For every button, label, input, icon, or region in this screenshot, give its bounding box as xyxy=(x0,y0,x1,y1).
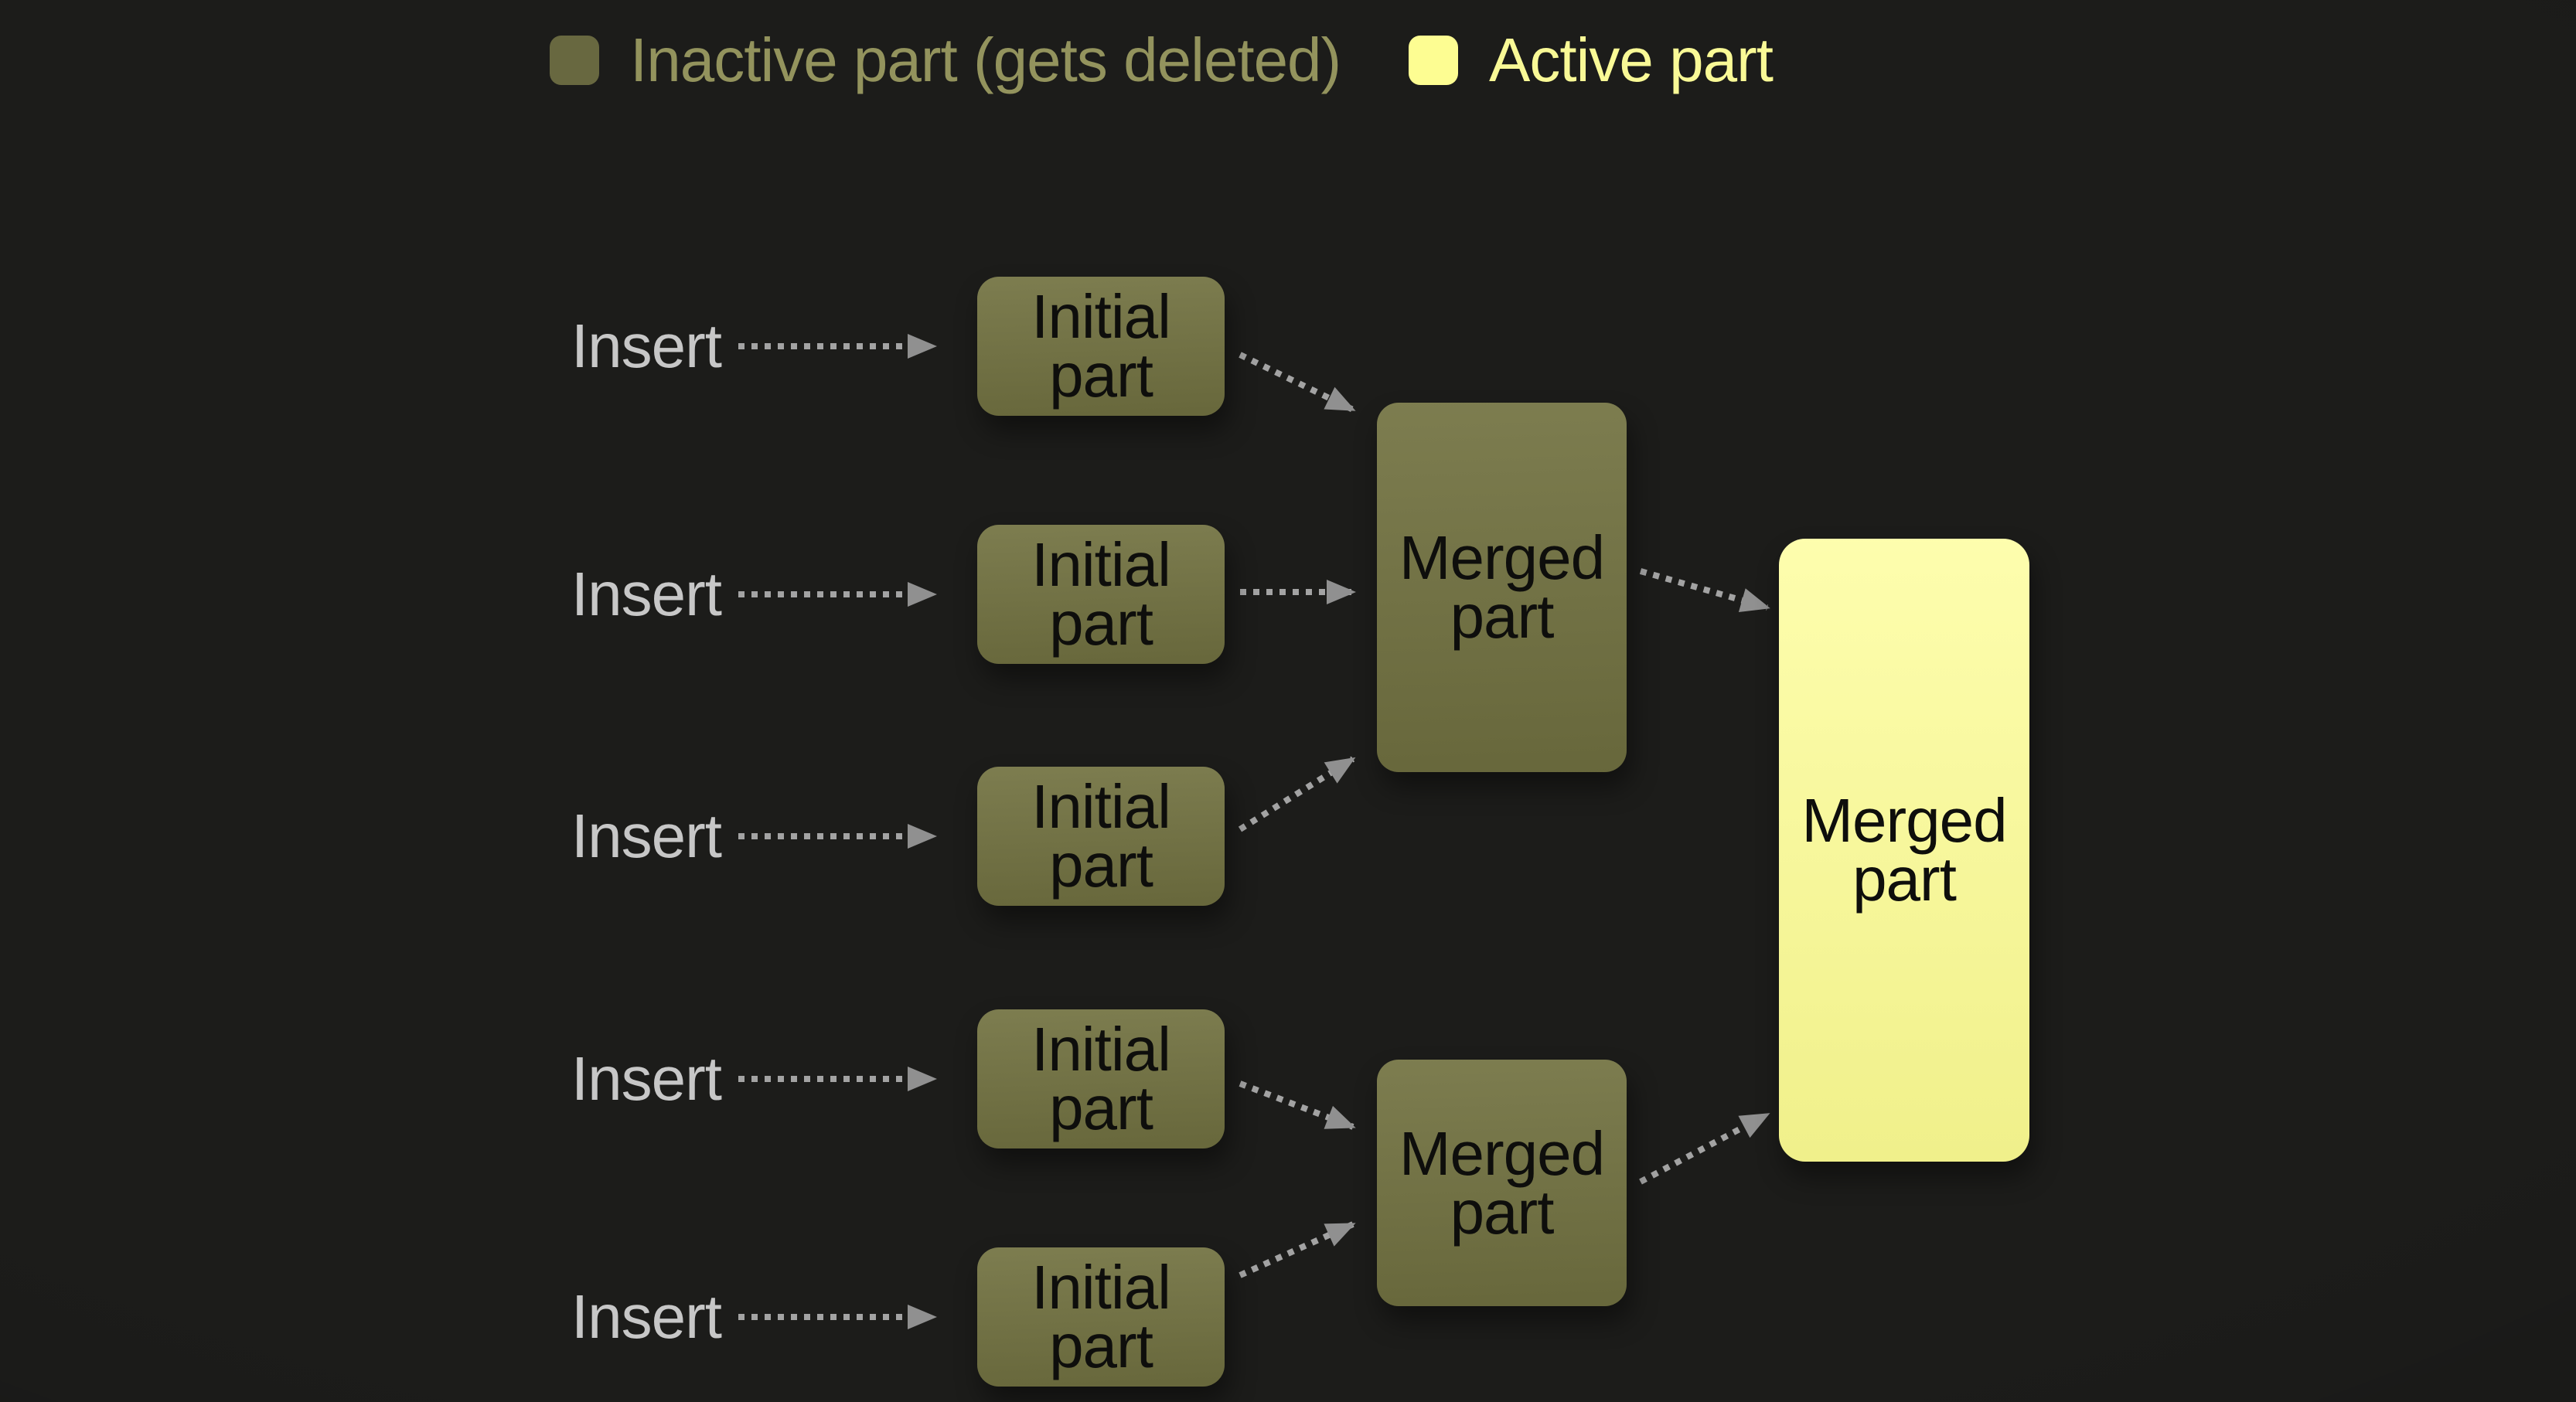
active-part-swatch xyxy=(1409,36,1458,85)
arrow-initial3-merged1 xyxy=(1238,756,1356,832)
arrow-initial1-merged1 xyxy=(1239,352,1356,413)
merged-part-node-inactive-2: Merged part xyxy=(1377,1060,1627,1306)
insert-label-1: Insert xyxy=(571,311,722,380)
insert-label-5: Insert xyxy=(571,1282,722,1351)
legend-item-inactive: Inactive part (gets deleted) xyxy=(550,26,1341,94)
arrow-initial4-merged2 xyxy=(1239,1080,1356,1130)
arrow-initial5-merged2 xyxy=(1239,1221,1356,1278)
insert-label-2: Insert xyxy=(571,560,722,628)
initial-part-node-2: Initial part xyxy=(977,525,1225,664)
arrow-merged1-active xyxy=(1639,568,1770,613)
legend-label-inactive: Inactive part (gets deleted) xyxy=(630,26,1341,94)
arrow-merged2-active xyxy=(1639,1111,1770,1185)
initial-part-node-3: Initial part xyxy=(977,767,1225,906)
merged-part-node-active: Merged part xyxy=(1779,539,2029,1162)
initial-part-node-1: Initial part xyxy=(977,277,1225,416)
legend-item-active: Active part xyxy=(1409,26,1774,94)
inactive-part-swatch xyxy=(550,36,599,85)
legend-label-active: Active part xyxy=(1489,26,1774,94)
insert-label-3: Insert xyxy=(571,801,722,870)
initial-part-node-4: Initial part xyxy=(977,1009,1225,1148)
merged-part-node-inactive-1: Merged part xyxy=(1377,403,1627,772)
initial-part-node-5: Initial part xyxy=(977,1247,1225,1387)
insert-label-4: Insert xyxy=(571,1044,722,1113)
